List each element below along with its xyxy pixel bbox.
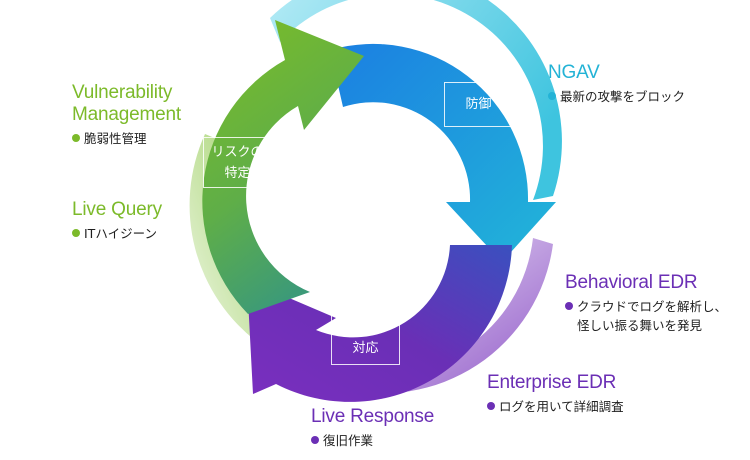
bullet-dot-icon: [565, 302, 573, 310]
bullet-dot-icon: [487, 402, 495, 410]
label-livequery-title: Live Query: [72, 199, 162, 220]
label-vuln-title-line1: Vulnerability: [72, 82, 173, 103]
phase-identify-box: リスクの 特定: [203, 137, 272, 188]
label-enterprise-desc: ログを用いて詳細調査: [499, 399, 624, 414]
bullet-dot-icon: [311, 436, 319, 444]
label-behavioral-desc1: クラウドでログを解析し、: [577, 299, 728, 314]
label-behavioral-desc2: 怪しい振る舞いを発見: [577, 318, 703, 333]
label-liveresponse-desc: 復旧作業: [323, 433, 374, 448]
label-liveresponse-title: Live Response: [311, 406, 435, 427]
label-vuln: Vulnerability Management 脆弱性管理: [72, 82, 181, 148]
label-ngav-desc: 最新の攻撃をブロック: [560, 89, 686, 104]
bullet-dot-icon: [72, 229, 80, 237]
label-liveresponse: Live Response 復旧作業: [311, 406, 434, 450]
label-behavioral: Behavioral EDR クラウドでログを解析し、 怪しい振る舞いを発見: [565, 272, 727, 335]
label-enterprise-title: Enterprise EDR: [487, 372, 617, 393]
segment-detect: [247, 245, 512, 402]
label-enterprise: Enterprise EDR ログを用いて詳細調査: [487, 372, 624, 416]
label-behavioral-title: Behavioral EDR: [565, 272, 698, 293]
phase-identify-line1: リスクの: [211, 144, 264, 160]
phase-protect-box: 防御: [444, 82, 513, 127]
phase-detect-line1: 検知と: [345, 319, 385, 335]
wake-cyan: [270, 0, 562, 200]
bullet-dot-icon: [72, 134, 80, 142]
phase-detect-line2: 対応: [352, 340, 379, 356]
label-ngav: NGAV 最新の攻撃をブロック: [548, 62, 685, 106]
phase-protect-line1: 防御: [465, 97, 492, 112]
phase-detect-box: 検知と 対応: [331, 310, 400, 365]
label-vuln-title-line2: Management: [72, 104, 181, 125]
label-ngav-title: NGAV: [548, 62, 600, 83]
label-livequery-desc: ITハイジーン: [84, 226, 157, 241]
phase-identify-line2: 特定: [224, 165, 251, 181]
label-vuln-desc: 脆弱性管理: [84, 131, 147, 146]
segment-protect: [330, 43, 556, 263]
segment-identify: [202, 20, 364, 314]
bullet-dot-icon: [548, 92, 556, 100]
label-livequery: Live Query ITハイジーン: [72, 199, 162, 243]
